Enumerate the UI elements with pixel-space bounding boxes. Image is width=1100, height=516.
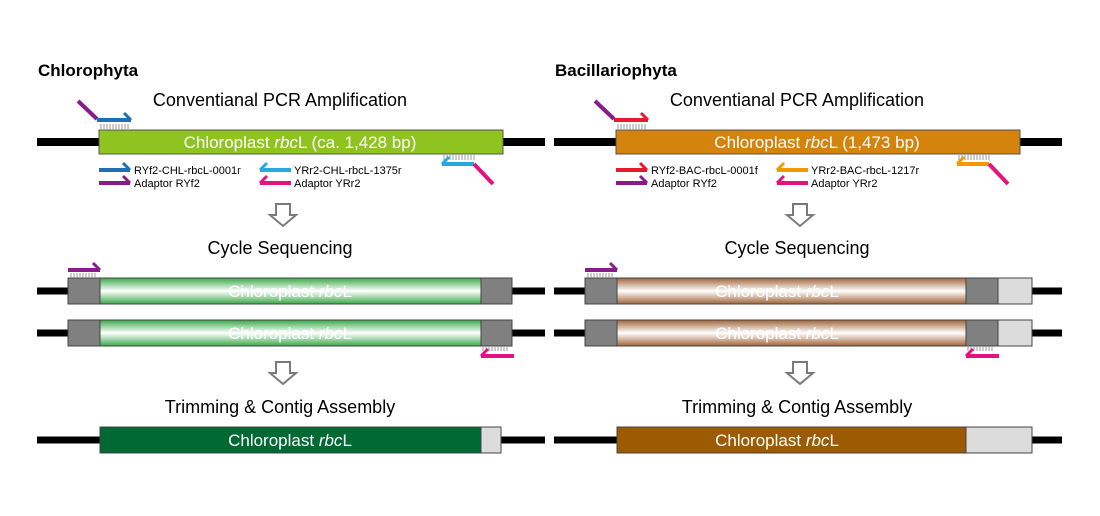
legend-fwd-primer-label: RYf2-BAC-rbcL-0001f: [651, 165, 759, 177]
legend-fwd-primer-arrow-head: [638, 161, 649, 172]
sequencing-read-reverse: Chloroplast rbcL: [554, 319, 1062, 358]
panel-title: Chlorophyta: [38, 61, 139, 80]
legend-rev-primer-arrow: [258, 161, 291, 172]
panel-title: Bacillariophyta: [555, 61, 677, 80]
seq-rev-primer-hatch: [967, 346, 993, 351]
fwd-adaptor-tail: [593, 99, 616, 121]
rev-primer-arrow: [955, 155, 989, 166]
legend-fwd-adaptor-label: Adaptor RYf2: [651, 178, 717, 190]
fwd-primer-arrow: [614, 111, 650, 122]
rev-adaptor-tail: [987, 162, 1010, 186]
adaptor-block-left: [67, 277, 101, 305]
sequencing-read-forward: Chloroplast rbcL: [37, 261, 545, 305]
sequencing-read-reverse: Chloroplast rbcL: [37, 319, 545, 358]
contig-box: [99, 426, 482, 454]
seq-rev-primer-arrow-head: [964, 347, 975, 358]
contig-label: Chloroplast rbcL: [715, 431, 839, 450]
fwd-primer-arrow: [97, 111, 133, 122]
adaptor-block-right: [480, 277, 513, 305]
sequence-read-label: Chloroplast rbcL: [228, 282, 352, 301]
fwd-primer-arrow-head: [122, 111, 133, 122]
legend-fwd-adaptor-arrow: [616, 174, 649, 185]
rev-primer-arrow-head: [955, 155, 966, 166]
legend-rev-adaptor-label: Adaptor YRr2: [811, 178, 877, 190]
sequence-read-box: [616, 319, 967, 347]
adaptor-block-right: [965, 319, 999, 347]
legend-fwd-adaptor-arrow: [99, 174, 132, 185]
seq-rev-primer-arrow-head: [479, 347, 490, 358]
seq-fwd-primer-hatch: [70, 273, 96, 278]
legend-rev-primer-arrow: [775, 161, 808, 172]
amplicon-label: Chloroplast rbcL (1,473 bp): [714, 133, 919, 152]
legend-rev-primer-arrow-head: [775, 161, 786, 172]
sequence-read-box: [99, 319, 482, 347]
seq-fwd-primer-hatch: [587, 273, 613, 278]
sequence-read-label: Chloroplast rbcL: [715, 324, 839, 343]
sequencing-read-forward: Chloroplast rbcL: [554, 261, 1062, 305]
contig-label: Chloroplast rbcL: [228, 431, 352, 450]
legend-rev-primer-arrow-head: [258, 161, 269, 172]
adaptor-block-right: [965, 277, 999, 305]
rev-primer-hatch: [443, 155, 475, 160]
legend-rev-primer-label: YRr2-BAC-rbcL-1217r: [811, 165, 920, 177]
legend-rev-adaptor-arrow: [775, 174, 808, 185]
step-pcr-label: Conventianal PCR Amplification: [670, 90, 924, 110]
trimmed-region: [997, 319, 1033, 347]
legend-rev-primer-label: YRr2-CHL-rbcL-1375r: [294, 165, 402, 177]
legend-rev-adaptor-arrow-head: [775, 174, 786, 185]
fwd-adaptor-tail: [76, 99, 99, 121]
rev-adaptor-tail: [472, 162, 495, 186]
trimmed-region: [965, 426, 1033, 454]
legend-fwd-adaptor-label: Adaptor RYf2: [134, 178, 200, 190]
down-arrow-1: [784, 203, 816, 228]
seq-fwd-primer-arrow-head: [608, 261, 619, 272]
amplicon-box: [98, 129, 504, 155]
trimmed-region: [997, 277, 1033, 305]
seq-fwd-primer-arrow: [585, 261, 619, 272]
amplicon-label: Chloroplast rbcL (ca. 1,428 bp): [184, 133, 417, 152]
seq-rev-primer-arrow: [964, 347, 999, 358]
legend-fwd-primer-label: RYf2-CHL-rbcL-0001r: [134, 165, 241, 177]
rev-primer-arrow: [440, 155, 474, 166]
step-sequencing-label: Cycle Sequencing: [724, 238, 869, 258]
legend-rev-adaptor-arrow: [258, 174, 291, 185]
step-assembly-label: Trimming & Contig Assembly: [682, 397, 912, 417]
sequence-read-label: Chloroplast rbcL: [228, 324, 352, 343]
seq-fwd-primer-arrow: [68, 261, 102, 272]
seq-rev-primer-arrow: [479, 347, 514, 358]
legend-fwd-adaptor-arrow-head: [638, 174, 649, 185]
legend-fwd-primer-arrow: [99, 161, 132, 172]
adaptor-block-right: [480, 319, 513, 347]
down-arrow-1: [267, 203, 299, 228]
adaptor-block-left: [67, 319, 101, 347]
step-assembly-label: Trimming & Contig Assembly: [165, 397, 395, 417]
adaptor-block-left: [584, 319, 618, 347]
fwd-primer-arrow-head: [639, 111, 650, 122]
trimmed-region: [480, 426, 502, 454]
legend-rev-adaptor-label: Adaptor YRr2: [294, 178, 360, 190]
sequence-read-box: [99, 277, 482, 305]
legend-fwd-adaptor-arrow-head: [121, 174, 132, 185]
adaptor-block-left: [584, 277, 618, 305]
contig-box: [616, 426, 967, 454]
step-sequencing-label: Cycle Sequencing: [207, 238, 352, 258]
down-arrow-2: [784, 361, 816, 386]
down-arrow-2: [267, 361, 299, 386]
legend-rev-adaptor-arrow-head: [258, 174, 269, 185]
fwd-primer-hatch: [100, 124, 129, 129]
seq-fwd-primer-arrow-head: [91, 261, 102, 272]
amplicon-box: [615, 129, 1021, 155]
rev-primer-arrow-head: [440, 155, 451, 166]
legend-fwd-primer-arrow: [616, 161, 649, 172]
sequence-read-label: Chloroplast rbcL: [715, 282, 839, 301]
legend-fwd-primer-arrow-head: [121, 161, 132, 172]
step-pcr-label: Conventianal PCR Amplification: [153, 90, 407, 110]
fwd-primer-hatch: [617, 124, 646, 129]
